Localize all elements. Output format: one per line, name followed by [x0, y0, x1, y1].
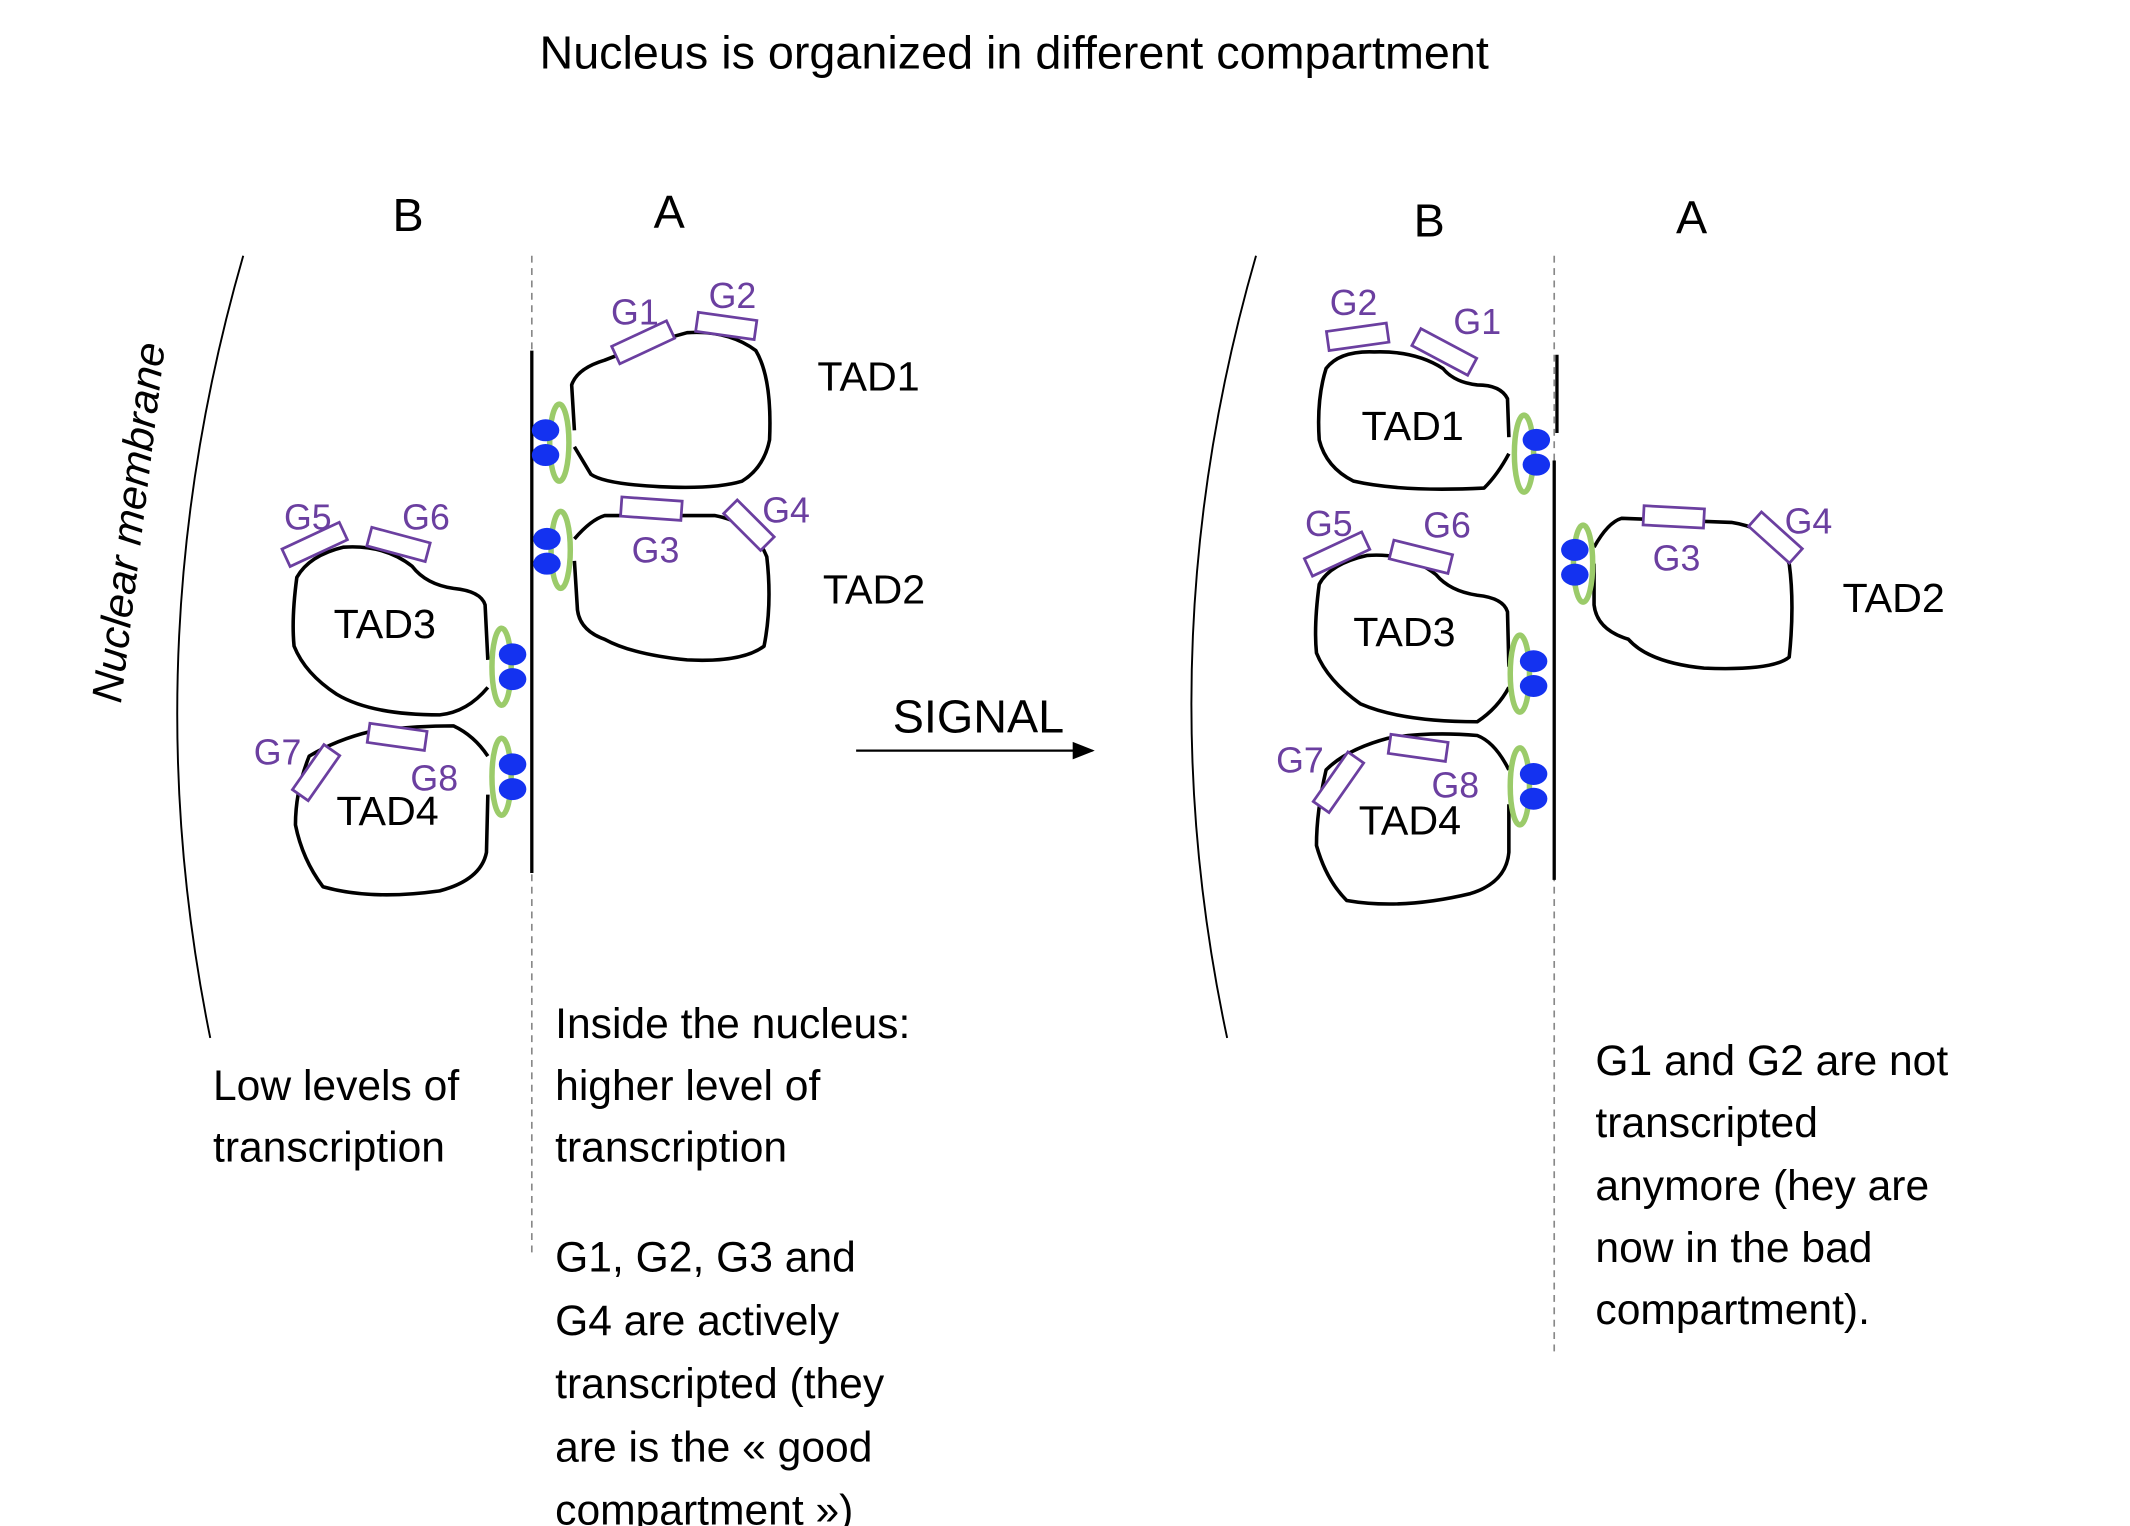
ctcf-dot — [1522, 453, 1551, 476]
ctcf-dot — [498, 668, 527, 691]
gene-g6: G6 — [1387, 506, 1471, 576]
tad3-label: TAD3 — [334, 601, 436, 647]
svg-text:G3: G3 — [1653, 539, 1701, 579]
svg-text:G8: G8 — [1431, 765, 1479, 805]
gene-g3: G3 — [1641, 504, 1706, 579]
gene-g5: G5 — [1302, 504, 1372, 578]
gene-g1: G1 — [1409, 302, 1501, 378]
nuclear-membrane — [1190, 255, 1257, 1039]
ctcf-dot — [498, 778, 527, 801]
gene-g7: G7 — [254, 732, 342, 803]
compartment-b-label: B — [1414, 194, 1445, 246]
tad1-label: TAD1 — [817, 353, 919, 399]
gene-g1: G1 — [609, 292, 677, 366]
gene-g2: G2 — [694, 276, 759, 342]
compartment-a-label: A — [1676, 192, 1708, 244]
tad2-loop — [572, 513, 771, 663]
svg-text:G5: G5 — [284, 497, 332, 537]
ctcf-dot — [533, 552, 561, 575]
ctcf-dot — [498, 753, 527, 776]
loop-anchor-tad4 — [1507, 745, 1548, 828]
signal-label: SIGNAL — [893, 691, 1064, 743]
tad1-loop — [1316, 350, 1511, 491]
tad3-loop — [291, 545, 490, 717]
gene-g3: G3 — [619, 495, 684, 570]
gene-g7: G7 — [1276, 741, 1366, 815]
ctcf-dot — [1519, 675, 1548, 698]
tad4-label: TAD4 — [1359, 797, 1461, 843]
tad4-loop — [293, 724, 490, 897]
caption-compartment-a: Inside the nucleus: higher level of tran… — [555, 1000, 922, 1172]
ctcf-dot — [1519, 650, 1548, 673]
ctcf-dot — [1561, 563, 1589, 586]
panel-after: B A TAD1 TAD2 TAD3 TAD4 — [1190, 192, 1960, 1355]
panel-before: B A Nuclear membrane TAD1 TAD2 TAD3 TAD4 — [83, 186, 925, 1526]
caption-active-genes: G1, G2, G3 and G4 are actively transcrip… — [555, 1234, 896, 1526]
svg-text:G4: G4 — [1785, 501, 1833, 541]
loop-anchor-tad1 — [1511, 412, 1551, 495]
ctcf-dot — [531, 419, 560, 442]
svg-text:G6: G6 — [402, 497, 450, 537]
tad2-label: TAD2 — [823, 567, 925, 613]
gene-g5: G5 — [280, 497, 350, 569]
gene-g4: G4 — [1746, 501, 1833, 566]
svg-text:G7: G7 — [1276, 741, 1324, 781]
ctcf-dot — [1561, 538, 1589, 561]
gene-g2: G2 — [1324, 283, 1391, 353]
svg-text:G2: G2 — [1330, 283, 1378, 323]
gene-g4: G4 — [721, 490, 810, 553]
ctcf-dot — [1519, 787, 1548, 810]
svg-text:G8: G8 — [410, 758, 458, 798]
tad2-label: TAD2 — [1842, 575, 1944, 621]
ctcf-dot — [531, 444, 560, 467]
tad3-label: TAD3 — [1353, 609, 1455, 655]
tad4-label: TAD4 — [336, 788, 438, 834]
gene-g8: G8 — [1386, 732, 1479, 805]
tad3-loop — [1313, 553, 1511, 724]
compartment-b-label: B — [393, 189, 424, 241]
gene-g6: G6 — [365, 497, 450, 564]
svg-text:G2: G2 — [709, 276, 757, 316]
ctcf-dot — [498, 643, 527, 666]
ctcf-dot — [1519, 763, 1548, 785]
loop-anchor-tad2 — [533, 508, 574, 592]
gene-g8: G8 — [365, 721, 458, 798]
tad1-loop — [569, 330, 772, 490]
svg-text:G5: G5 — [1305, 504, 1353, 544]
svg-text:G1: G1 — [1453, 302, 1501, 342]
loop-anchor-tad3 — [1507, 632, 1548, 715]
signal-arrow: SIGNAL — [856, 691, 1095, 760]
caption-after: G1 and G2 are not transcripted anymore (… — [1595, 1037, 1960, 1334]
nuclear-membrane-label: Nuclear membrane — [83, 340, 175, 705]
loop-anchor-tad1 — [531, 401, 572, 484]
svg-text:G6: G6 — [1423, 506, 1471, 546]
tad4-loop — [1314, 732, 1511, 906]
svg-text:G3: G3 — [632, 530, 680, 570]
compartment-a-label: A — [654, 186, 686, 238]
chromatin-anchor-line — [1552, 354, 1559, 880]
ctcf-dot — [533, 527, 561, 550]
svg-text:G4: G4 — [762, 490, 810, 530]
svg-text:G7: G7 — [254, 732, 302, 772]
page-title: Nucleus is organized in different compar… — [539, 27, 1488, 79]
ctcf-dot — [1522, 428, 1551, 451]
loop-anchor-tad4 — [489, 735, 527, 818]
tad1-label: TAD1 — [1362, 403, 1464, 449]
svg-text:G1: G1 — [611, 292, 659, 332]
tad2-loop — [1592, 516, 1794, 671]
loop-anchor-tad2 — [1561, 522, 1596, 605]
nuclear-membrane — [176, 255, 245, 1039]
caption-compartment-b: Low levels of transcription — [213, 1062, 471, 1172]
loop-anchor-tad3 — [489, 625, 527, 709]
